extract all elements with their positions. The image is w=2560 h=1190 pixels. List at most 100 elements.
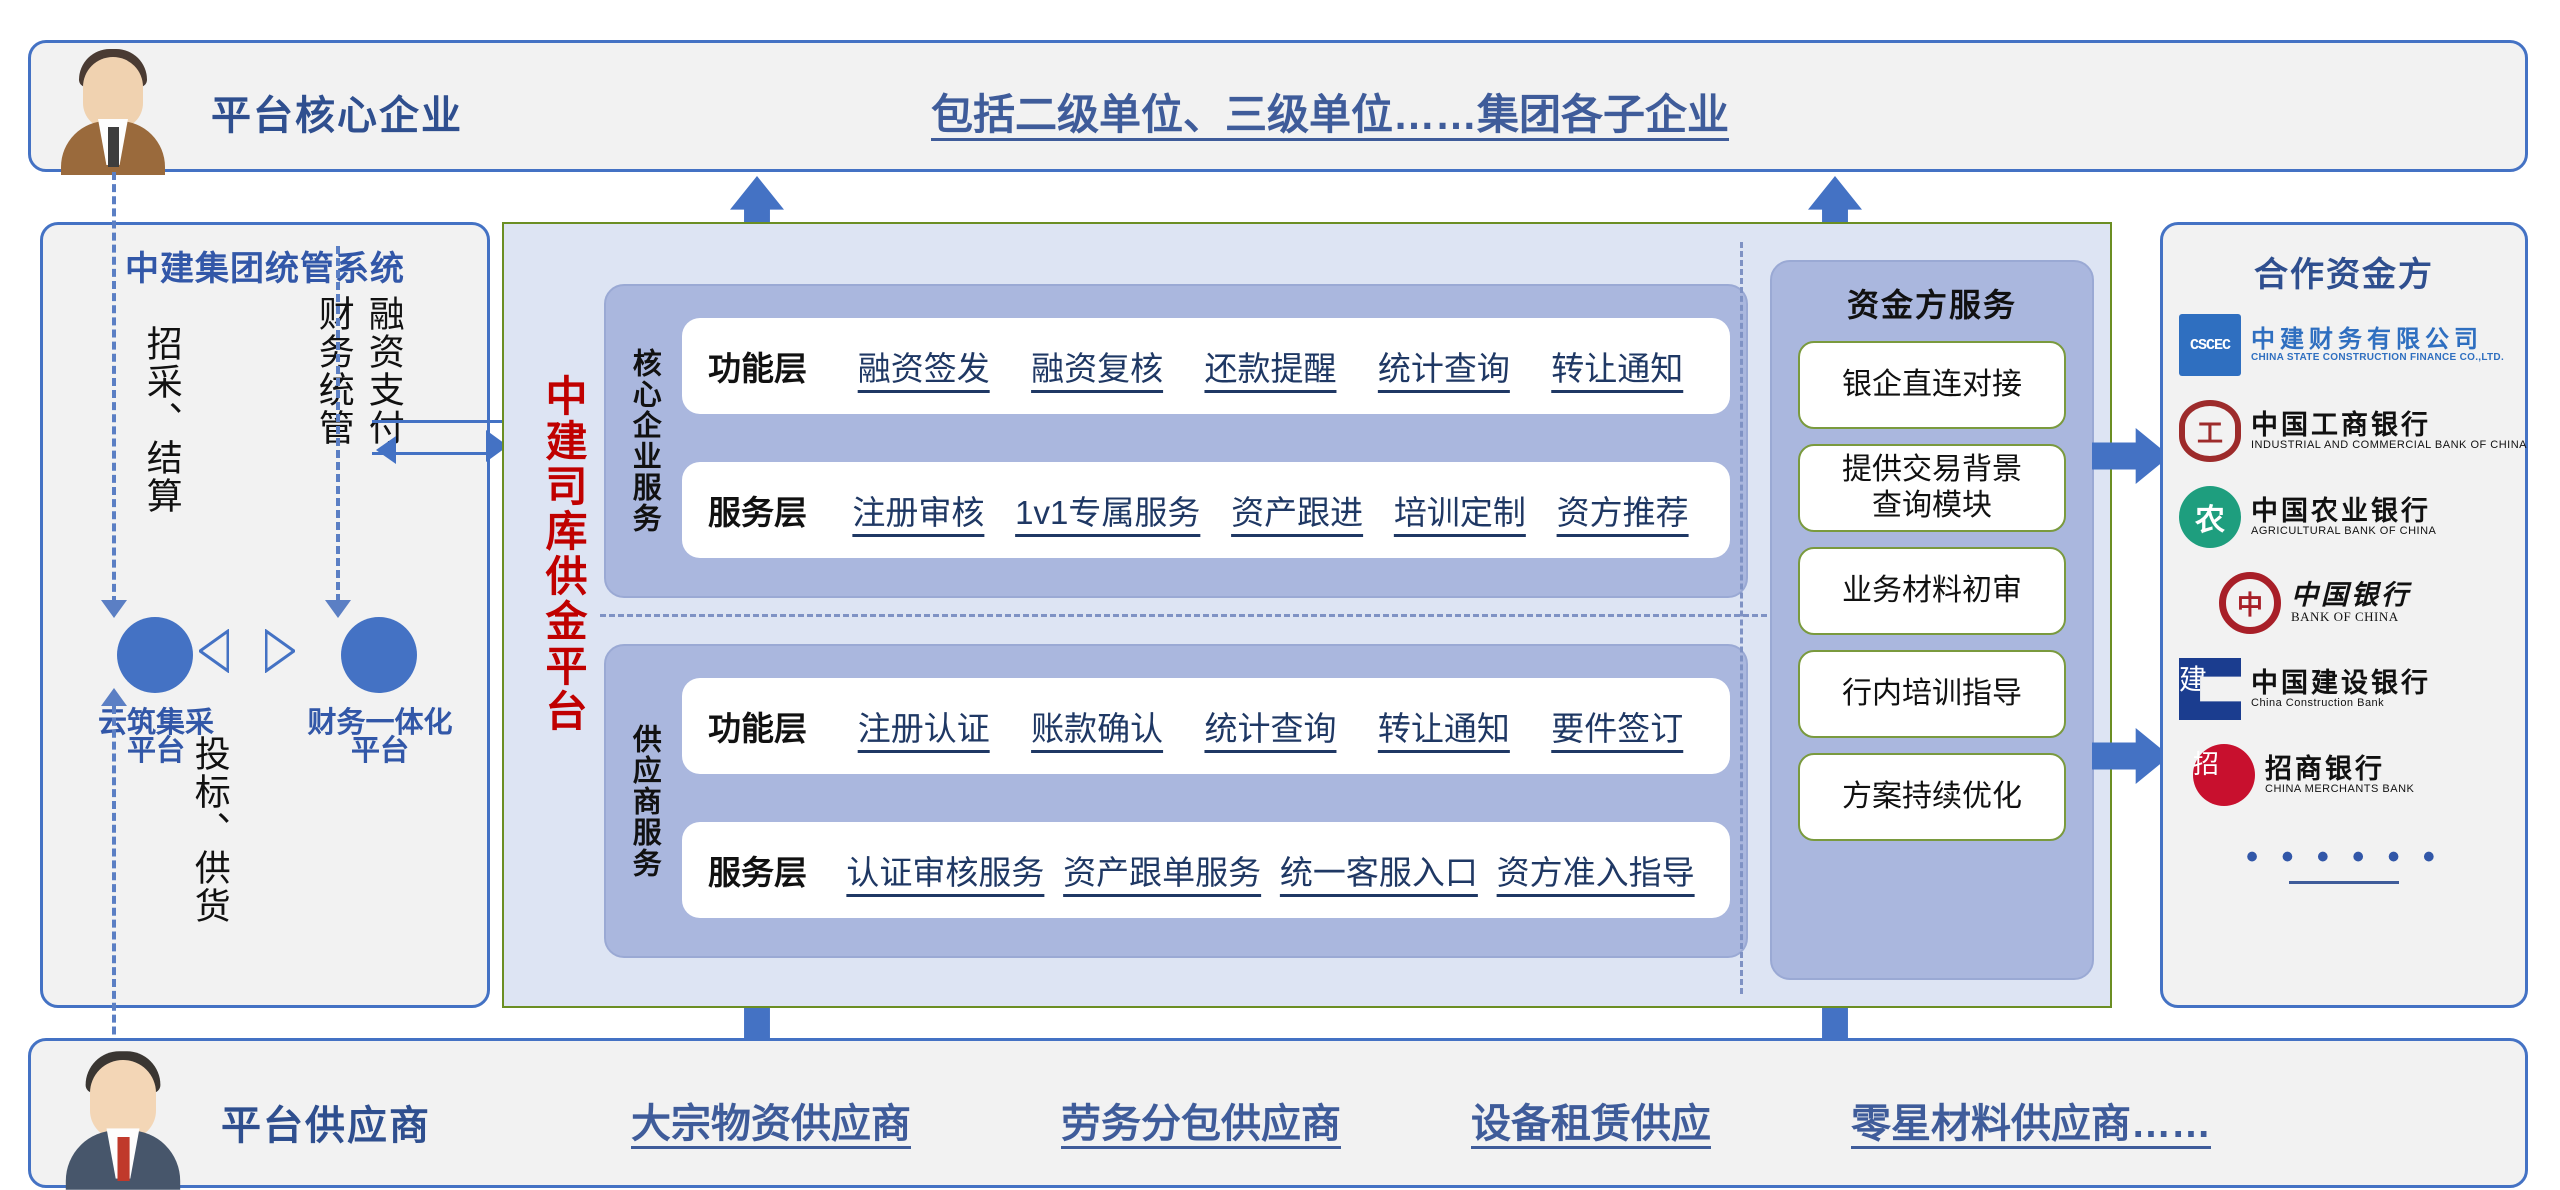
bank-name-cn: 中国农业银行 (2251, 495, 2431, 526)
node-finance-label-l1: 财务一体化 (307, 707, 453, 739)
boc-logo: 中 (2219, 572, 2281, 634)
icbc-logo: 工 (2179, 400, 2241, 462)
abc-logo: 农 (2179, 486, 2241, 548)
core-enterprise-services-side-label: 核心企业服务 (628, 348, 661, 534)
supplier-function-item-2[interactable]: 账款确认 (1031, 710, 1164, 747)
ccb-logo: 建 (2179, 658, 2241, 720)
core-function-item-2[interactable]: 融资复核 (1031, 350, 1164, 387)
connector-arrowhead-left (376, 436, 396, 464)
bank-row[interactable]: 中 中国银行 BANK OF CHINA (2219, 566, 2525, 640)
core-function-item-4[interactable]: 统计查询 (1377, 350, 1510, 387)
core-function-item-1[interactable]: 融资签发 (857, 350, 990, 387)
core-enterprise-avatar (53, 47, 173, 175)
node-yunzhu[interactable] (117, 617, 193, 693)
node-finance-platform[interactable] (341, 617, 417, 693)
supplier-function-item-1[interactable]: 注册认证 (857, 710, 990, 747)
core-service-item-5[interactable]: 资方推荐 (1556, 494, 1689, 531)
supplier-function-item-5[interactable]: 要件签订 (1551, 710, 1684, 747)
node-yunzhu-label-l1: 云筑集采 (97, 707, 214, 739)
core-service-item-1[interactable]: 注册审核 (852, 494, 985, 531)
label-finance: 财务统管 (313, 295, 355, 447)
partner-funders-more: • • • • • • (2246, 838, 2442, 876)
supplier-service-item-1[interactable]: 认证审核服务 (846, 854, 1045, 891)
bank-row[interactable]: 招 招商银行 CHINA MERCHANTS BANK (2193, 738, 2525, 812)
core-service-layer-row: 服务层 注册审核 1v1专属服务 资产跟进 培训定制 资方推荐 (682, 462, 1730, 558)
core-function-item-5[interactable]: 转让通知 (1551, 350, 1684, 387)
bank-name-cn: 中建财务有限公司 (2251, 325, 2483, 353)
supplier-service-item-4[interactable]: 资方准入指导 (1496, 854, 1695, 891)
bank-name-cn: 中国工商银行 (2251, 409, 2431, 440)
supplier-label: 平台供应商 (221, 1104, 431, 1148)
partner-funders-more-rule (2289, 881, 2399, 884)
funder-separator (1740, 242, 1743, 994)
supplier-function-item-4[interactable]: 转让通知 (1377, 710, 1510, 747)
node-yunzhu-label-l2: 平台 (126, 735, 185, 767)
cmb-logo: 招 (2193, 744, 2255, 806)
bank-name-en: BANK OF CHINA (2291, 609, 2399, 625)
funder-item-1[interactable]: 银企直连对接 (1798, 341, 2066, 429)
supplier-function-layer-row: 功能层 注册认证 账款确认 统计查询 转让通知 要件签订 (682, 678, 1730, 774)
funder-item-2[interactable]: 提供交易背景 查询模块 (1798, 444, 2066, 532)
core-service-item-2[interactable]: 1v1专属服务 (1015, 494, 1201, 531)
core-enterprise-label: 平台核心企业 (211, 94, 463, 138)
bank-name-en: INDUSTRIAL AND COMMERCIAL BANK OF CHINA (2251, 439, 2527, 452)
core-service-item-4[interactable]: 培训定制 (1393, 494, 1526, 531)
partner-funders-panel: 合作资金方 CSCEC 中建财务有限公司 CHINA STATE CONSTRU… (2160, 222, 2528, 1008)
bank-row[interactable]: 农 中国农业银行 AGRICULTURAL BANK OF CHINA (2179, 480, 2525, 554)
supplier-service-item-2[interactable]: 资产跟单服务 (1063, 854, 1262, 891)
bank-name-en: AGRICULTURAL BANK OF CHINA (2251, 525, 2437, 538)
funder-services-group: 资金方服务 银企直连对接 提供交易背景 查询模块 业务材料初审 行内培训指导 方… (1770, 260, 2094, 980)
label-bidding: 投标、供货 (189, 735, 231, 925)
partner-funders-title: 合作资金方 (2254, 256, 2434, 294)
arrow-procurement-down (101, 600, 127, 618)
supplier-service-item-3[interactable]: 统一客服入口 (1279, 854, 1478, 891)
dashed-line-bidding (112, 706, 116, 1082)
connector-line-top (372, 420, 512, 423)
core-enterprise-bar: 平台核心企业 包括二级单位、三级单位……集团各子企业 (28, 40, 2528, 175)
label-funding: 融资支付 (363, 295, 405, 447)
funder-item-5[interactable]: 方案持续优化 (1798, 753, 2066, 841)
sidebar-title: 中建集团统管系统 (125, 250, 405, 288)
core-function-layer-row: 功能层 融资签发 融资复核 还款提醒 统计查询 转让通知 (682, 318, 1730, 414)
funder-item-3[interactable]: 业务材料初审 (1798, 547, 2066, 635)
arrow-bidding-up (101, 688, 127, 706)
bank-row[interactable]: CSCEC 中建财务有限公司 CHINA STATE CONSTRUCTION … (2179, 308, 2525, 382)
bank-name-cn: 中国银行 (2291, 579, 2411, 610)
dashed-line-funding (336, 246, 340, 602)
bank-row[interactable]: 建 中国建设银行 China Construction Bank (2179, 652, 2525, 726)
supplier-item-1[interactable]: 大宗物资供应商 (631, 1102, 911, 1146)
funder-item-4[interactable]: 行内培训指导 (1798, 650, 2066, 738)
supplier-services-group: 供应商服务 功能层 注册认证 账款确认 统计查询 转让通知 要件签订 服务层 认… (604, 644, 1748, 958)
supplier-bar: 平台供应商 大宗物资供应商 劳务分包供应商 设备租赁供应 零星材料供应商…… (28, 1038, 2528, 1190)
dashed-line-procurement (112, 172, 116, 604)
supplier-item-3[interactable]: 设备租赁供应 (1471, 1102, 1711, 1146)
supplier-service-layer-row: 服务层 认证审核服务 资产跟单服务 统一客服入口 资方准入指导 (682, 822, 1730, 918)
bank-name-cn: 招商银行 (2265, 753, 2385, 784)
core-function-layer-label: 功能层 (708, 350, 807, 387)
bank-name-en: China Construction Bank (2251, 697, 2385, 710)
supplier-function-layer-label: 功能层 (708, 710, 807, 747)
core-enterprise-detail: 包括二级单位、三级单位……集团各子企业 (931, 91, 1730, 138)
core-service-layer-label: 服务层 (708, 494, 807, 531)
arrow-funding-down (325, 600, 351, 618)
connector-line-bottom (372, 452, 490, 455)
supplier-services-side-label: 供应商服务 (628, 723, 661, 879)
bank-name-en: CHINA MERCHANTS BANK (2265, 783, 2415, 796)
bank-name-cn: 中国建设银行 (2251, 667, 2431, 698)
supplier-avatar (57, 1049, 181, 1190)
node-finance-label-l2: 平台 (350, 735, 409, 767)
bank-row[interactable]: 工 中国工商银行 INDUSTRIAL AND COMMERCIAL BANK … (2179, 394, 2527, 468)
bidirectional-arrows-icon (199, 628, 297, 674)
treasury-platform-panel: 中建司库供金平台 核心企业服务 功能层 融资签发 融资复核 还款提醒 统计查询 … (502, 222, 2112, 1008)
label-procurement: 招采、结算 (141, 325, 183, 515)
supplier-item-4[interactable]: 零星材料供应商…… (1851, 1102, 2211, 1146)
bank-name-en: CHINA STATE CONSTRUCTION FINANCE CO.,LTD… (2251, 352, 2505, 364)
funder-services-title: 资金方服务 (1846, 287, 2017, 323)
supplier-service-layer-label: 服务层 (708, 854, 807, 891)
core-service-item-3[interactable]: 资产跟进 (1231, 494, 1364, 531)
supplier-function-item-3[interactable]: 统计查询 (1204, 710, 1337, 747)
core-function-item-3[interactable]: 还款提醒 (1204, 350, 1337, 387)
platform-divider (600, 614, 2010, 617)
supplier-item-2[interactable]: 劳务分包供应商 (1061, 1102, 1341, 1146)
platform-title: 中建司库供金平台 (540, 374, 587, 734)
